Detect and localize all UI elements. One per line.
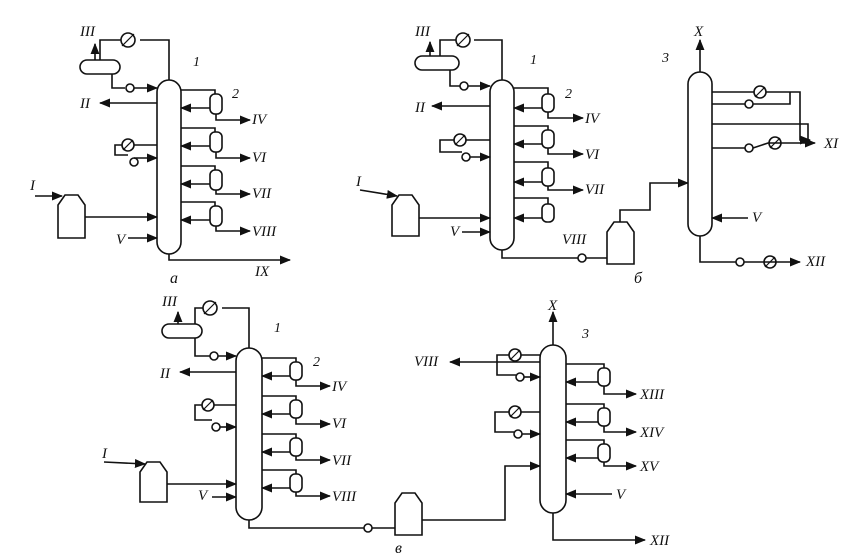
pump-a2 bbox=[129, 157, 139, 167]
diagram-a: III II I V 1 2 IV VI VII VIII IX а bbox=[29, 24, 292, 287]
caption-b: б bbox=[634, 270, 643, 287]
stripper-a-1 bbox=[179, 89, 252, 125]
label-c-VI: VI bbox=[332, 416, 347, 432]
column-3-b bbox=[687, 71, 713, 237]
label-c-XII: XII bbox=[649, 533, 670, 549]
label-a-II: II bbox=[79, 96, 91, 112]
column-1-c bbox=[235, 347, 263, 521]
caption-a: а bbox=[170, 270, 178, 287]
label-c-IV: IV bbox=[331, 379, 348, 395]
label-c-I: I bbox=[101, 446, 108, 462]
label-c-VIII: VIII bbox=[332, 489, 357, 505]
feed-vessel-c bbox=[139, 461, 168, 503]
label-b-III: III bbox=[414, 24, 431, 40]
label-c-strip2: 2 bbox=[313, 355, 320, 370]
label-a-IX: IX bbox=[254, 264, 270, 280]
label-c-VIII-left: VIII bbox=[414, 354, 439, 370]
label-c-III: III bbox=[161, 294, 178, 310]
label-b-strip2: 2 bbox=[565, 87, 572, 102]
label-b-VII: VII bbox=[585, 182, 605, 198]
label-b-col1: 1 bbox=[530, 53, 537, 68]
label-a-VII: VII bbox=[252, 186, 272, 202]
label-c-II: II bbox=[159, 366, 171, 382]
label-c-XV: XV bbox=[639, 459, 660, 475]
diagram-b: III II I V 1 2 IV VI VII VIII X 3 XI V X… bbox=[355, 24, 839, 287]
label-c-V: V bbox=[198, 488, 209, 504]
intermediate-vessel-c bbox=[394, 492, 423, 536]
pump-a1 bbox=[125, 83, 135, 93]
label-c-V2: V bbox=[616, 487, 627, 503]
strippers-c bbox=[260, 357, 332, 501]
label-c-XIII: XIII bbox=[639, 387, 665, 403]
label-a-VIII: VIII bbox=[252, 224, 277, 240]
stripper-a-4 bbox=[179, 201, 252, 236]
label-c-col1: 1 bbox=[274, 321, 281, 336]
label-b-XI: XI bbox=[823, 136, 839, 152]
stripper-a-2 bbox=[179, 127, 252, 163]
label-b-XII: XII bbox=[805, 254, 826, 270]
label-c-VII: VII bbox=[332, 453, 352, 469]
label-b-V2: V bbox=[752, 210, 763, 226]
diagram-c: III II I V 1 2 IV VI VII VIII VIII X 3 X… bbox=[101, 294, 670, 557]
label-a-strip2: 2 bbox=[232, 87, 239, 102]
label-a-I: I bbox=[29, 178, 36, 194]
side-strippers-c3 bbox=[564, 363, 638, 471]
label-b-X: X bbox=[693, 24, 704, 40]
feed-vessel-a bbox=[57, 194, 86, 239]
label-b-IV: IV bbox=[584, 111, 601, 127]
label-b-col3: 3 bbox=[661, 51, 669, 66]
strippers-b bbox=[512, 87, 585, 223]
label-c-X: X bbox=[547, 298, 558, 314]
reflux-drum-a bbox=[79, 59, 121, 75]
feed-vessel-b bbox=[391, 194, 420, 237]
label-b-II: II bbox=[414, 100, 426, 116]
label-a-III: III bbox=[79, 24, 96, 40]
label-c-XIV: XIV bbox=[639, 425, 665, 441]
stripper-a-3 bbox=[179, 165, 252, 199]
intermediate-vessel-b bbox=[606, 221, 635, 265]
label-c-col3: 3 bbox=[581, 327, 589, 342]
caption-c: в bbox=[395, 540, 402, 557]
label-a-IV: IV bbox=[251, 112, 268, 128]
label-a-VI: VI bbox=[252, 150, 267, 166]
label-b-I: I bbox=[355, 174, 362, 190]
label-b-V: V bbox=[450, 224, 461, 240]
column-3-c bbox=[539, 344, 567, 514]
column-1-a bbox=[156, 79, 182, 255]
label-b-VI: VI bbox=[585, 147, 600, 163]
label-b-VIII: VIII bbox=[562, 232, 587, 248]
label-a-V: V bbox=[116, 232, 127, 248]
column-1-b bbox=[489, 79, 515, 251]
label-a-col1: 1 bbox=[193, 55, 200, 70]
